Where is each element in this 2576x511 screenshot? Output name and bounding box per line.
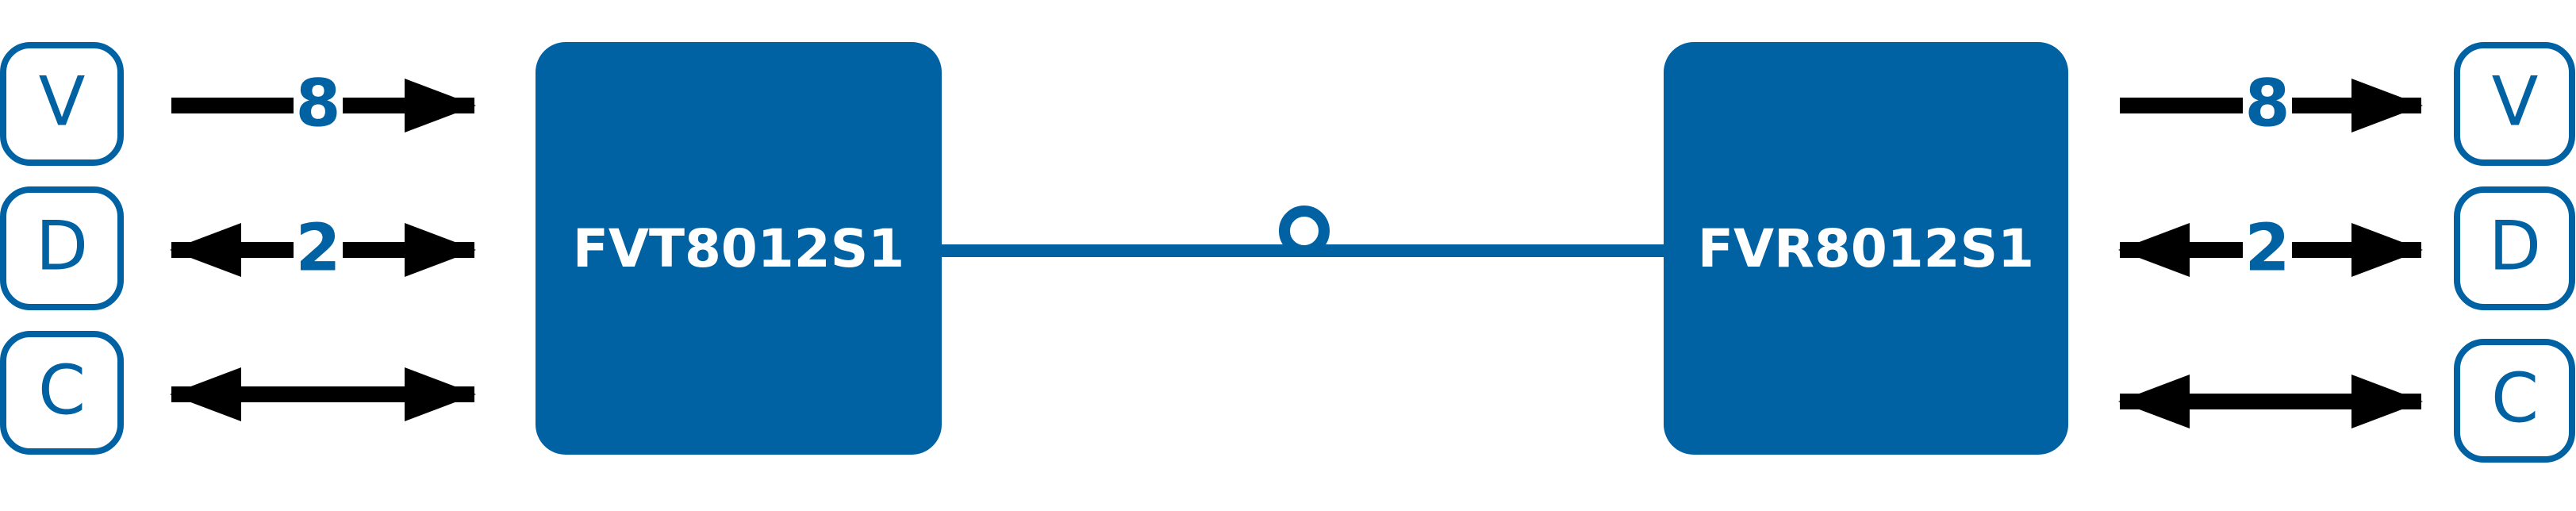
left-port-video: V [0,42,124,166]
right-port-contact-label: C [2491,359,2539,438]
left-port-contact: C [0,331,124,455]
fiber-connector-icon [1279,206,1330,256]
left-video-channel-count: 8 [295,66,340,141]
right-data-channel-count: 2 [2244,210,2290,286]
transmitter-label: FVT8012S1 [573,218,904,279]
left-port-data: D [0,186,124,310]
transmitter-unit: FVT8012S1 [536,42,942,455]
receiver-label: FVR8012S1 [1698,218,2034,279]
left-port-video-label: V [39,62,86,141]
right-port-data: D [2454,186,2575,310]
left-port-contact-label: C [38,351,86,430]
left-port-data-label: D [36,206,88,286]
receiver-unit: FVR8012S1 [1664,42,2068,455]
right-port-video-label: V [2492,62,2539,141]
left-video-arrow: 8 [171,66,476,141]
right-data-arrow: 2 [2118,210,2423,286]
left-data-arrow: 2 [170,210,476,286]
right-video-arrow: 8 [2120,66,2423,141]
right-port-video: V [2454,42,2575,166]
right-port-data-label: D [2489,206,2541,286]
left-data-channel-count: 2 [295,210,340,286]
right-video-channel-count: 8 [2244,66,2290,141]
right-port-contact: C [2454,339,2575,463]
